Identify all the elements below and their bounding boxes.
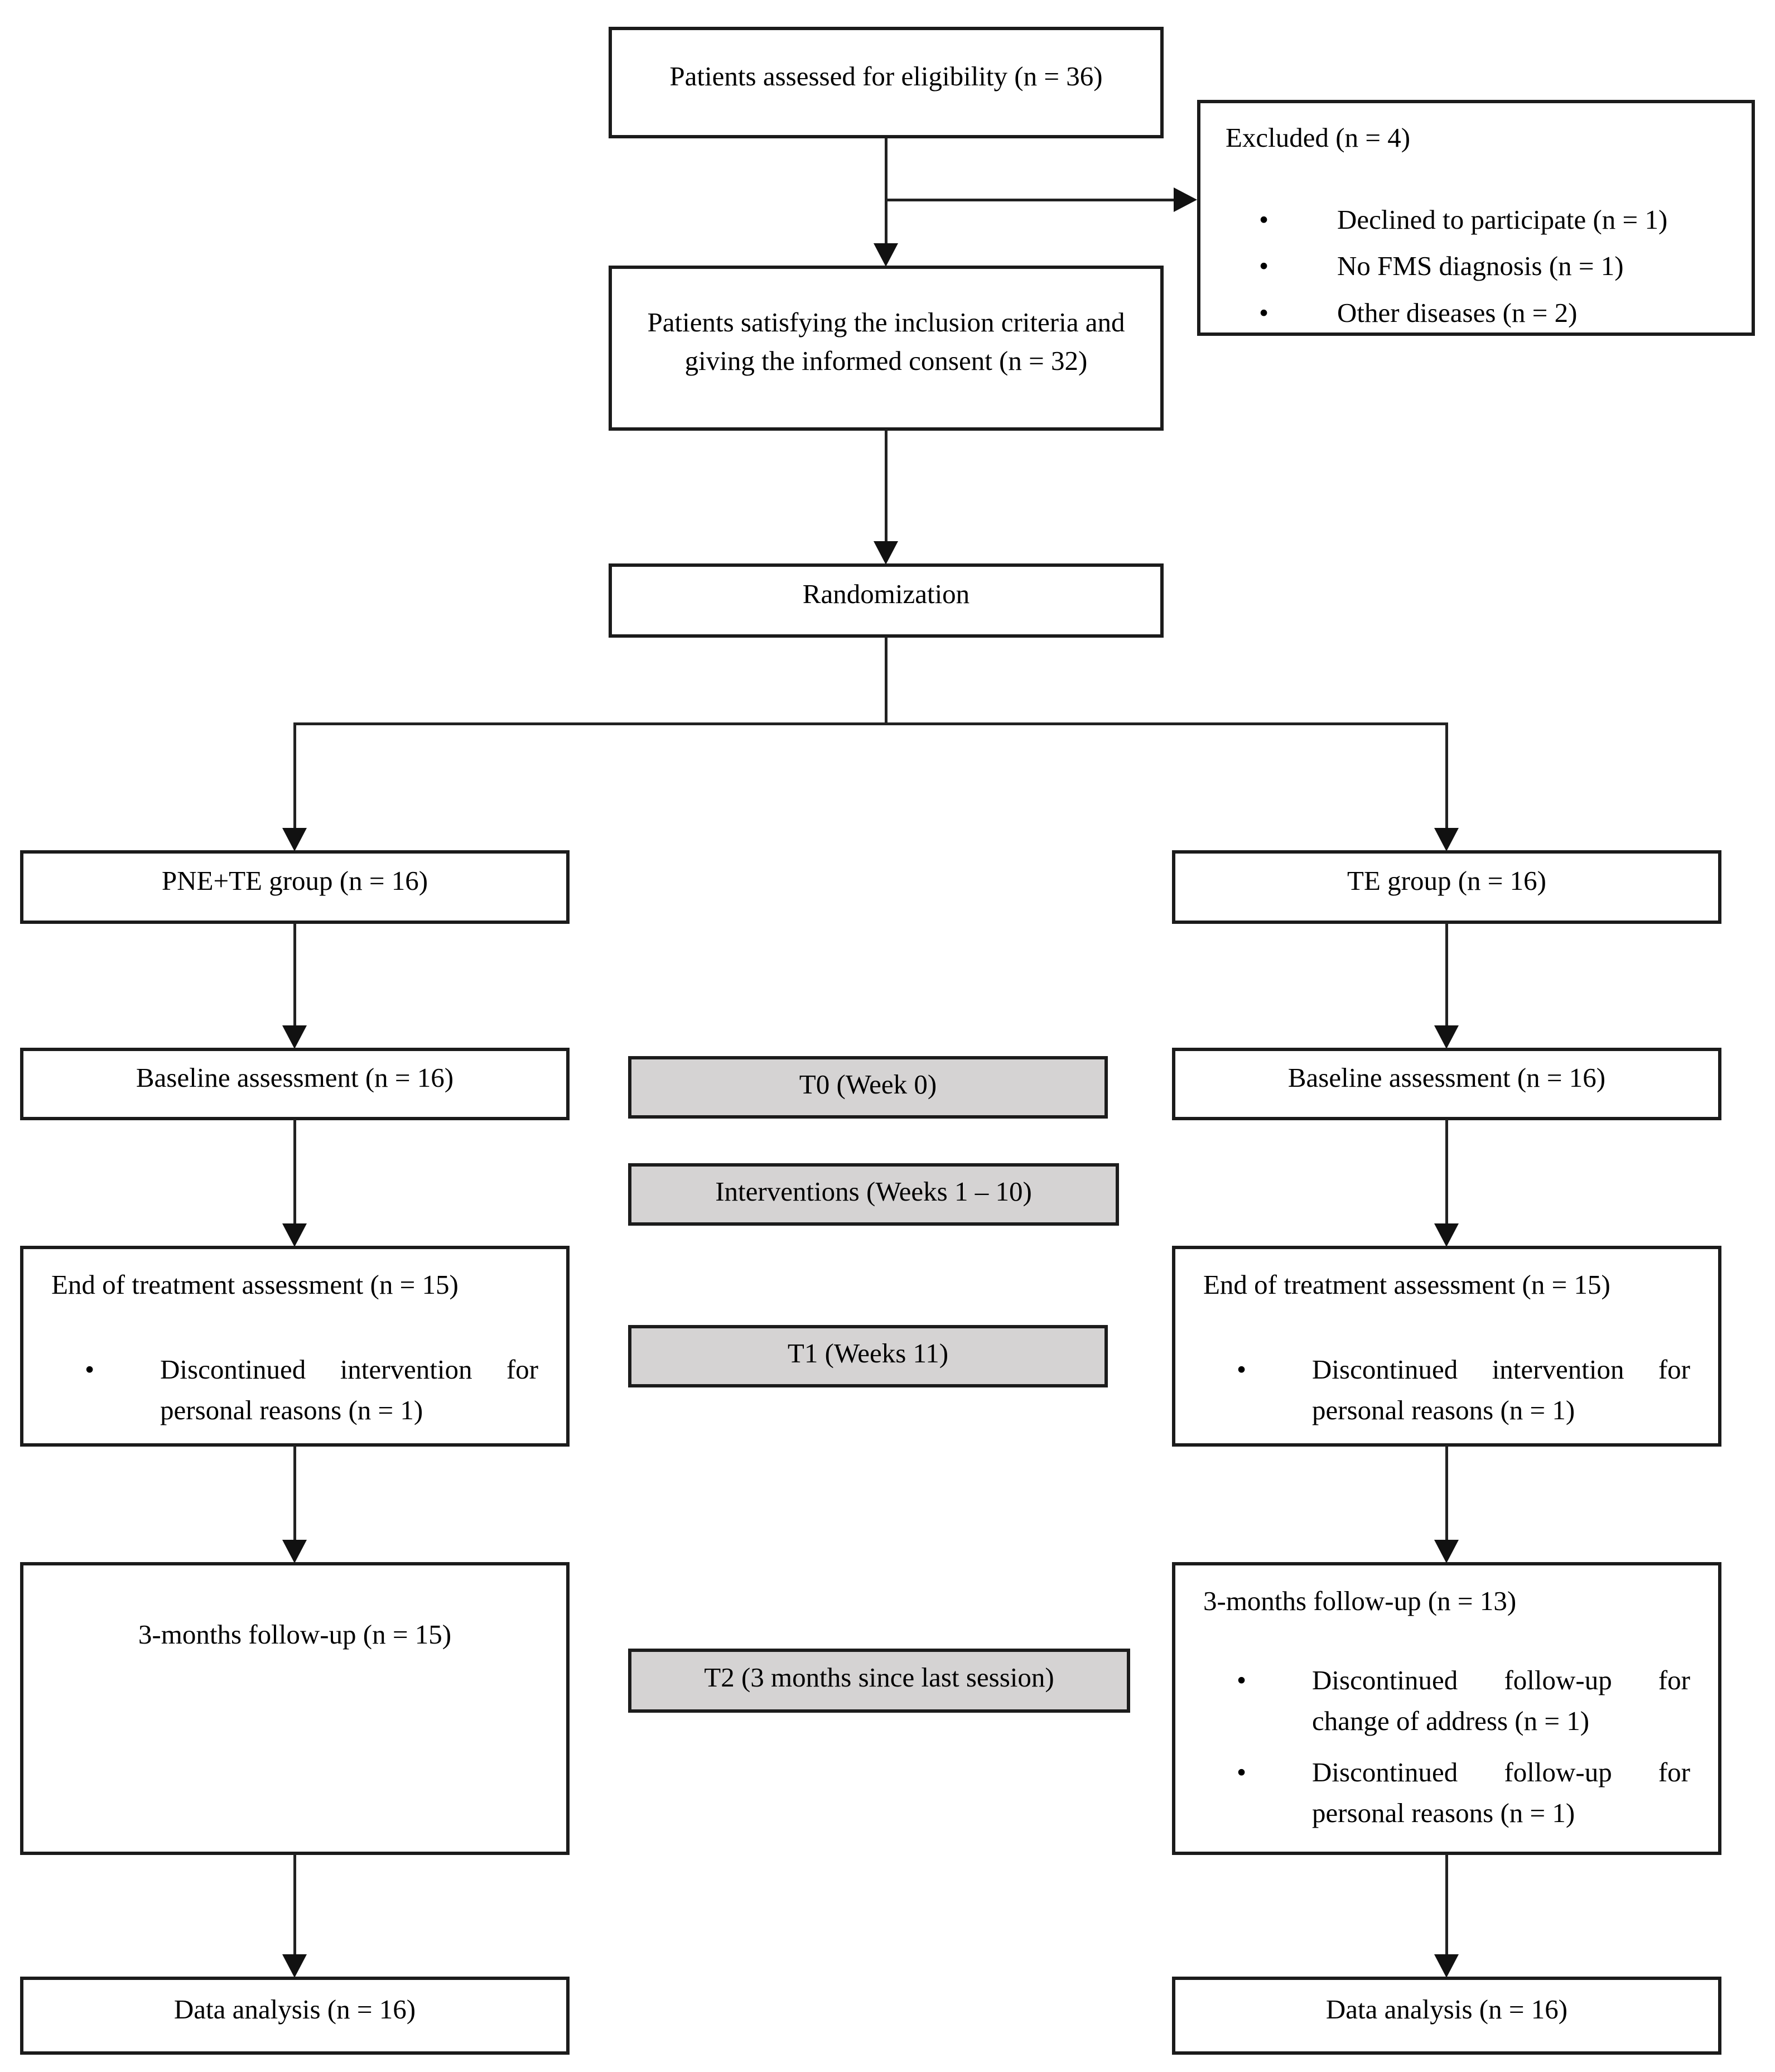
box-excluded: Excluded (n = 4) Declined to participate… (1197, 100, 1755, 336)
eligibility-label: Patients assessed for eligibility (n = 3… (669, 60, 1103, 91)
right-followup-item: Discontinued follow-up for change of add… (1203, 1660, 1690, 1742)
arrowhead-left-endtx (282, 1223, 307, 1247)
arrowhead-randomization (874, 541, 898, 565)
left-group-label: PNE+TE group (n = 16) (161, 865, 428, 896)
right-followup-title: 3-months follow-up (n = 13) (1203, 1586, 1517, 1616)
timeline-t1-label: T1 (Weeks 11) (787, 1337, 949, 1369)
arrowhead-excluded (1174, 187, 1197, 212)
left-data-analysis-label: Data analysis (n = 16) (173, 1993, 416, 2025)
connector-inclusion-to-randomization (885, 430, 888, 542)
box-timeline-t1: T1 (Weeks 11) (628, 1325, 1108, 1387)
arrowhead-left-data (282, 1954, 307, 1978)
excluded-list: Declined to participate (n = 1) No FMS d… (1226, 199, 1726, 334)
box-timeline-t0: T0 (Week 0) (628, 1056, 1108, 1119)
timeline-t2-label: T2 (3 months since last session) (704, 1662, 1054, 1693)
right-end-of-treatment-title: End of treatment assessment (n = 15) (1203, 1269, 1610, 1300)
right-baseline-label: Baseline assessment (n = 16) (1287, 1062, 1606, 1093)
connector-left-followup-to-data (293, 1854, 296, 1955)
box-left-group: PNE+TE group (n = 16) (20, 850, 570, 924)
box-inclusion: Patients satisfying the inclusion criter… (609, 266, 1164, 431)
excluded-item: Declined to participate (n = 1) (1226, 199, 1726, 240)
excluded-title: Excluded (n = 4) (1226, 122, 1411, 153)
box-right-data-analysis: Data analysis (n = 16) (1172, 1977, 1721, 2055)
timeline-interventions-label: Interventions (Weeks 1 – 10) (715, 1175, 1032, 1207)
connector-right-followup-to-data (1445, 1854, 1448, 1955)
box-right-followup: 3-months follow-up (n = 13) Discontinued… (1172, 1562, 1721, 1855)
right-end-of-treatment-item: Discontinued intervention for personal r… (1203, 1349, 1690, 1431)
connector-left-baseline-to-endtx (293, 1119, 296, 1225)
right-data-analysis-label: Data analysis (n = 16) (1325, 1993, 1568, 2025)
box-randomization: Randomization (609, 563, 1164, 638)
right-followup-item: Discontinued follow-up for personal reas… (1203, 1752, 1690, 1834)
connector-branch-to-right-group (1445, 722, 1448, 829)
branch-line (293, 722, 1448, 725)
right-end-of-treatment-list: Discontinued intervention for personal r… (1203, 1349, 1690, 1431)
connector-randomization-to-branch (885, 637, 888, 725)
arrowhead-right-endtx (1434, 1223, 1459, 1247)
arrowhead-left-group (282, 828, 307, 851)
box-timeline-t2: T2 (3 months since last session) (628, 1649, 1130, 1713)
excluded-item: No FMS diagnosis (n = 1) (1226, 245, 1726, 287)
right-followup-list: Discontinued follow-up for change of add… (1203, 1660, 1690, 1834)
timeline-t0-label: T0 (Week 0) (799, 1068, 937, 1100)
arrowhead-right-group (1434, 828, 1459, 851)
box-right-baseline: Baseline assessment (n = 16) (1172, 1048, 1721, 1120)
randomization-label: Randomization (802, 579, 970, 610)
connector-left-endtx-to-followup (293, 1445, 296, 1541)
arrowhead-inclusion (874, 243, 898, 267)
arrowhead-right-followup (1434, 1540, 1459, 1563)
connector-branch-to-left-group (293, 722, 296, 829)
arrowhead-left-followup (282, 1540, 307, 1563)
left-end-of-treatment-list: Discontinued intervention for personal r… (51, 1349, 538, 1431)
connector-right-endtx-to-followup (1445, 1445, 1448, 1541)
box-left-end-of-treatment: End of treatment assessment (n = 15) Dis… (20, 1246, 570, 1447)
box-right-group: TE group (n = 16) (1172, 850, 1721, 924)
left-baseline-label: Baseline assessment (n = 16) (136, 1062, 454, 1093)
connector-right-group-to-baseline (1445, 923, 1448, 1027)
box-eligibility: Patients assessed for eligibility (n = 3… (609, 27, 1164, 138)
connector-eligibility-to-inclusion (885, 138, 888, 244)
left-followup-title: 3-months follow-up (n = 15) (138, 1619, 452, 1650)
arrowhead-right-baseline (1434, 1025, 1459, 1049)
box-left-baseline: Baseline assessment (n = 16) (20, 1048, 570, 1120)
right-group-label: TE group (n = 16) (1347, 865, 1546, 896)
left-end-of-treatment-item: Discontinued intervention for personal r… (51, 1349, 538, 1431)
inclusion-label: Patients satisfying the inclusion criter… (647, 307, 1125, 376)
box-left-followup: 3-months follow-up (n = 15) (20, 1562, 570, 1855)
connector-to-excluded (886, 199, 1176, 201)
box-timeline-interventions: Interventions (Weeks 1 – 10) (628, 1163, 1119, 1226)
connector-right-baseline-to-endtx (1445, 1119, 1448, 1225)
arrowhead-right-data (1434, 1954, 1459, 1978)
excluded-item: Other diseases (n = 2) (1226, 292, 1726, 334)
connector-left-group-to-baseline (293, 923, 296, 1027)
left-end-of-treatment-title: End of treatment assessment (n = 15) (51, 1269, 459, 1300)
arrowhead-left-baseline (282, 1025, 307, 1049)
box-right-end-of-treatment: End of treatment assessment (n = 15) Dis… (1172, 1246, 1721, 1447)
box-left-data-analysis: Data analysis (n = 16) (20, 1977, 570, 2055)
